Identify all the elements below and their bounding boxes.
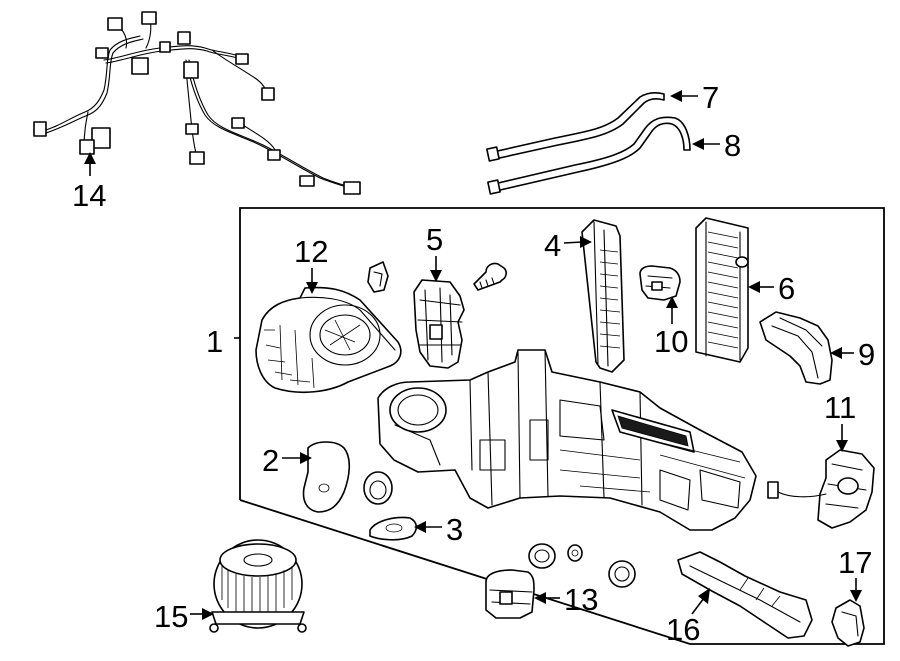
part-hose-7 bbox=[486, 91, 665, 162]
part-bracket-5 bbox=[413, 279, 465, 369]
part-clip bbox=[367, 261, 389, 293]
callout-7-label: 7 bbox=[702, 80, 719, 115]
callout-9-label: 9 bbox=[858, 337, 875, 372]
callout-5: 5 bbox=[426, 222, 443, 282]
callout-11-label: 11 bbox=[824, 390, 856, 425]
callout-13: 13 bbox=[534, 582, 598, 617]
callout-13-label: 13 bbox=[564, 582, 598, 617]
part-wiring-harness bbox=[33, 11, 361, 195]
part-grommet bbox=[363, 471, 393, 505]
callout-12: 12 bbox=[294, 234, 328, 294]
part-resistor-13 bbox=[485, 569, 535, 619]
callout-11: 11 bbox=[824, 390, 856, 452]
callout-16-label: 16 bbox=[666, 612, 700, 647]
callout-10: 10 bbox=[654, 296, 688, 359]
part-heater-core-6 bbox=[695, 217, 749, 363]
part-filter-4 bbox=[581, 219, 625, 373]
callout-4: 4 bbox=[544, 228, 592, 263]
callout-3-label: 3 bbox=[446, 512, 463, 547]
callout-9: 9 bbox=[830, 337, 875, 372]
callout-3: 3 bbox=[414, 512, 463, 547]
callout-6-label: 6 bbox=[778, 271, 795, 306]
callout-15-label: 15 bbox=[154, 599, 188, 634]
part-duct-16 bbox=[677, 551, 813, 639]
callout-2-label: 2 bbox=[262, 443, 279, 478]
callout-7: 7 bbox=[670, 80, 719, 115]
callout-10-label: 10 bbox=[654, 324, 688, 359]
callout-15: 15 bbox=[154, 599, 214, 634]
part-actuator-17 bbox=[831, 599, 865, 647]
callout-8-label: 8 bbox=[724, 128, 741, 163]
assembly-frame bbox=[239, 207, 885, 645]
callout-2: 2 bbox=[262, 443, 312, 478]
callout-17: 17 bbox=[838, 545, 872, 602]
callout-1: 1 bbox=[206, 324, 240, 359]
callout-1-label: 1 bbox=[206, 324, 223, 359]
part-actuator-11 bbox=[767, 449, 875, 529]
part-duct-9 bbox=[759, 311, 833, 385]
callout-16: 16 bbox=[666, 588, 710, 647]
part-hose-8 bbox=[487, 116, 691, 195]
part-sensor-10 bbox=[639, 265, 681, 301]
callout-14-label: 14 bbox=[72, 178, 106, 213]
part-hvac-case bbox=[377, 349, 757, 531]
callout-4-label: 4 bbox=[544, 228, 561, 263]
callout-12-label: 12 bbox=[294, 234, 328, 269]
part-gasket-3 bbox=[369, 516, 418, 541]
part-seal-2 bbox=[302, 441, 351, 513]
part-blower-housing bbox=[255, 286, 402, 394]
callout-14: 14 bbox=[72, 152, 106, 213]
callout-17-label: 17 bbox=[838, 545, 872, 580]
part-screw bbox=[473, 262, 507, 291]
callout-8: 8 bbox=[692, 128, 741, 163]
callout-5-label: 5 bbox=[426, 222, 443, 257]
callout-6: 6 bbox=[748, 271, 795, 306]
part-blower-motor-15 bbox=[209, 539, 307, 633]
part-grommet-small bbox=[528, 543, 636, 588]
